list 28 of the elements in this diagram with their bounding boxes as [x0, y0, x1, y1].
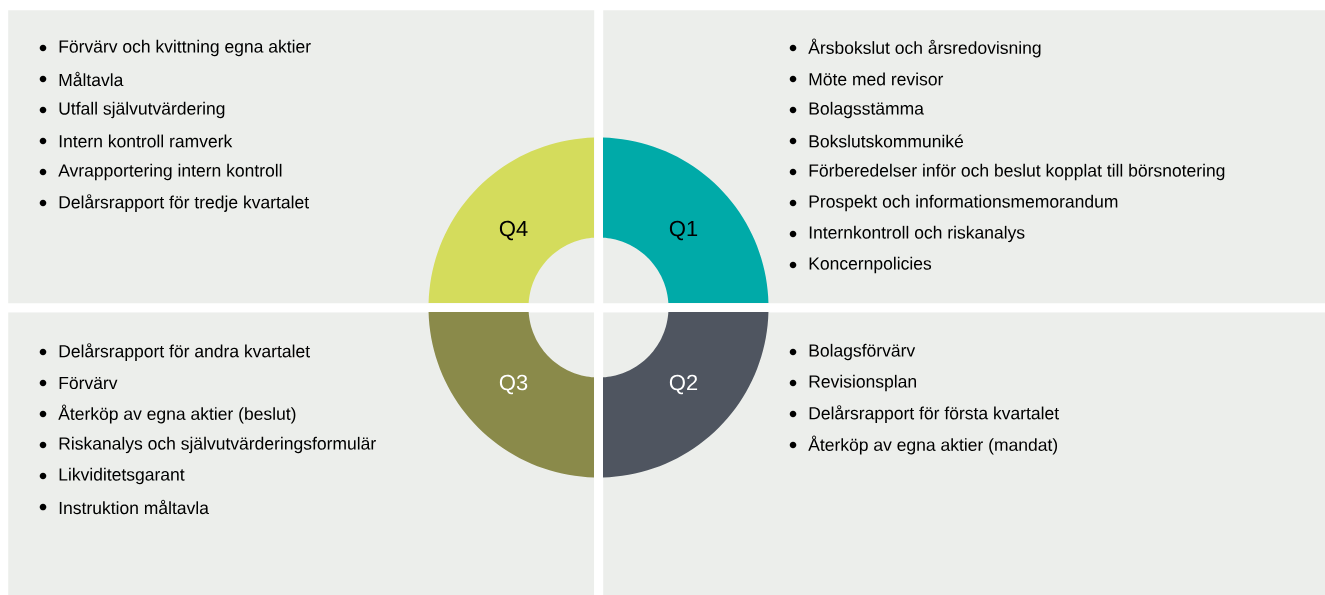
bullet-item: Instruktion måltavla [39, 499, 209, 515]
bullet-item: Årsbokslut och årsredovisning [789, 38, 1041, 58]
bullet-item: Möte med revisor [789, 72, 944, 86]
bullet-item: Prospekt och informationsmemorandum [789, 194, 1118, 212]
bullet-item: Internkontroll och riskanalys [789, 225, 1025, 243]
bullet-item: Intern kontroll ramverk [39, 134, 233, 148]
bullet-item: Riskanalys och självutvärderingsformulär [39, 436, 376, 454]
bullet-item: Avrapportering intern kontroll [39, 163, 282, 181]
bullet-item: Delårsrapport för tredje kvartalet [39, 194, 309, 212]
bullet-item: Koncernpolicies [789, 256, 932, 274]
bullet-item: Förvärv [39, 376, 118, 390]
donut-segment: Q4 [428, 137, 594, 303]
donut-segment: Q2 [603, 312, 769, 478]
bullet-item: Bolagsförvärv [789, 343, 916, 361]
bullet-item: Förberedelser inför och beslut kopplat till börsnotering [789, 163, 1225, 181]
bullet-item: Delårsrapport för första kvartalet [789, 405, 1059, 423]
bullet-item: Likviditetsgarant [39, 467, 185, 485]
bullet-item: Måltavla [39, 71, 124, 87]
bullet-item: Återköp av egna aktier (beslut) [39, 404, 296, 424]
bullet-item: Återköp av egna aktier (mandat) [789, 435, 1058, 455]
bullet-item: Bokslutskommuniké [789, 134, 964, 148]
donut-segment: Q3 [428, 312, 594, 478]
donut-segment: Q1 [603, 137, 769, 303]
bullet-item: Bolagsstämma [789, 101, 924, 119]
bullet-item: Delårsrapport för andra kvartalet [39, 343, 310, 361]
bullet-item: Revisionsplan [789, 374, 916, 392]
bullet-item: Utfall självutvärdering [39, 101, 225, 119]
bullet-item: Förvärv och kvittning egna aktier [39, 39, 311, 57]
